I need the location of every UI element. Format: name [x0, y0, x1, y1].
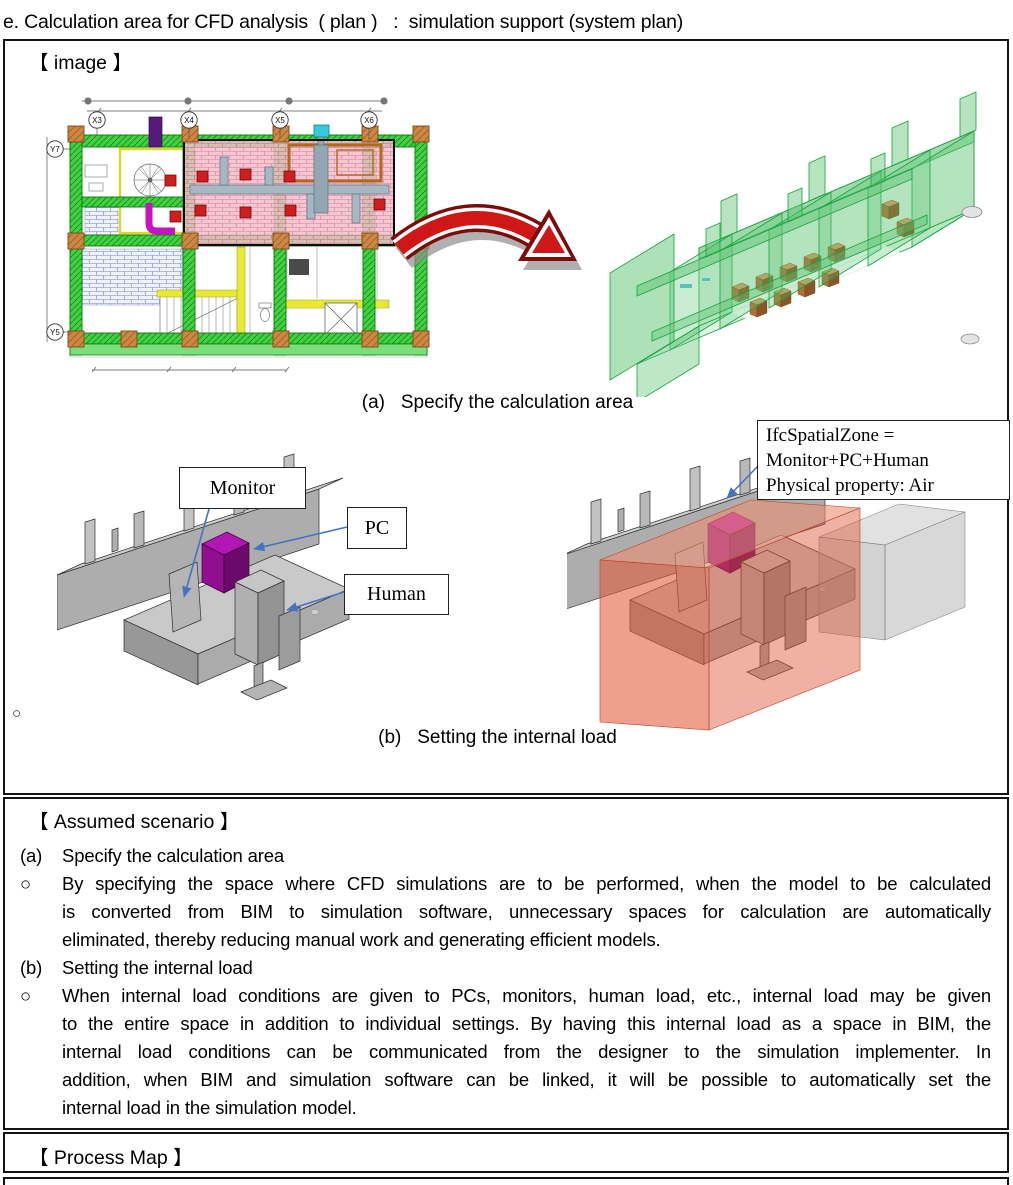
orange-room — [287, 143, 383, 183]
shaft-x-brace — [324, 302, 358, 336]
caption-b: (b) Setting the internal load — [378, 727, 617, 748]
scenario-row: internal load conditions can be communic… — [62, 1041, 991, 1062]
next-section-box — [3, 1177, 1009, 1185]
room-partitions — [249, 247, 378, 337]
scenario-row: internal load in the simulation model. — [62, 1097, 357, 1118]
plan-dimension-dots — [84, 97, 388, 105]
caption-a: (a) Specify the calculation area — [361, 392, 634, 413]
scenario-row: to the entire space in addition to indiv… — [62, 1013, 991, 1034]
brown-columns — [67, 125, 430, 348]
grid-label-y7: Y7 — [50, 145, 60, 154]
zone-note-line2: Monitor+PC+Human — [766, 450, 929, 471]
circle-marker: ○ — [12, 705, 22, 722]
gray-zone-box — [818, 503, 966, 641]
grid-bubbles: X3 X4 X5 X6 Y7 Y5 — [46, 111, 378, 341]
cyan-unit — [313, 124, 330, 138]
scenario-row: addition, when BIM and simulation softwa… — [62, 1069, 991, 1090]
floor-plan-figure: X3 X4 X5 X6 Y7 Y5 — [46, 97, 430, 373]
stairs — [159, 294, 243, 340]
assumed-scenario-box: 【 Assumed scenario 】 (a) Specify the cal… — [3, 797, 1009, 1130]
spatial-zone-figure — [567, 433, 966, 731]
door-symbol — [961, 206, 983, 218]
grid-label-y5: Y5 — [50, 328, 60, 337]
scenario-row: ○ By specifying the space where CFD simu… — [20, 873, 991, 894]
monitor-label: Monitor — [179, 467, 306, 509]
callout-arrow — [726, 463, 761, 499]
magenta-duct — [145, 203, 175, 235]
human-label: Human — [344, 574, 449, 615]
interior-equipment — [731, 199, 915, 318]
scenario-row: is converted from BIM to simulation soft… — [62, 901, 991, 922]
pc-label: PC — [347, 507, 407, 549]
zone-note-line1: IfcSpatialZone = — [766, 425, 895, 446]
process-map-box: 【 Process Map 】 — [3, 1132, 1009, 1173]
toilet-fixture — [258, 302, 272, 322]
ducts — [189, 134, 390, 224]
bim-model-figure — [609, 91, 983, 397]
process-map-heading: 【 Process Map 】 — [29, 1147, 193, 1169]
image-section-box: 【 image 】 — [3, 39, 1010, 795]
equipment-dark — [289, 259, 309, 275]
image-section-heading: 【 image 】 — [29, 52, 132, 74]
grid-label-x5: X5 — [275, 116, 285, 125]
red-arrow — [390, 204, 582, 270]
red-spatial-zone-box — [599, 499, 861, 731]
door-symbol — [960, 333, 980, 345]
callout-arrows — [182, 508, 348, 612]
ifc-spatial-zone-note: IfcSpatialZone = Monitor+PC+Human Physic… — [757, 420, 1010, 500]
scenario-heading: 【 Assumed scenario 】 — [29, 811, 240, 833]
workstation-figure — [57, 453, 350, 701]
grid-label-x3: X3 — [92, 116, 102, 125]
scenario-row: ○ When internal load conditions are give… — [20, 985, 991, 1006]
spiral-stair — [133, 163, 167, 197]
scenario-row: (a) Specify the calculation area — [20, 845, 285, 866]
zone-note-line3: Physical property: Air — [766, 475, 934, 496]
scenario-row: (b) Setting the internal load — [20, 957, 253, 978]
grid-label-x4: X4 — [184, 116, 194, 125]
page-title: e. Calculation area for CFD analysis ( p… — [3, 11, 684, 33]
purple-shaft — [148, 116, 163, 148]
scenario-row: eliminated, thereby reducing manual work… — [62, 929, 661, 950]
grid-label-x6: X6 — [364, 116, 374, 125]
red-equipment — [164, 168, 386, 223]
